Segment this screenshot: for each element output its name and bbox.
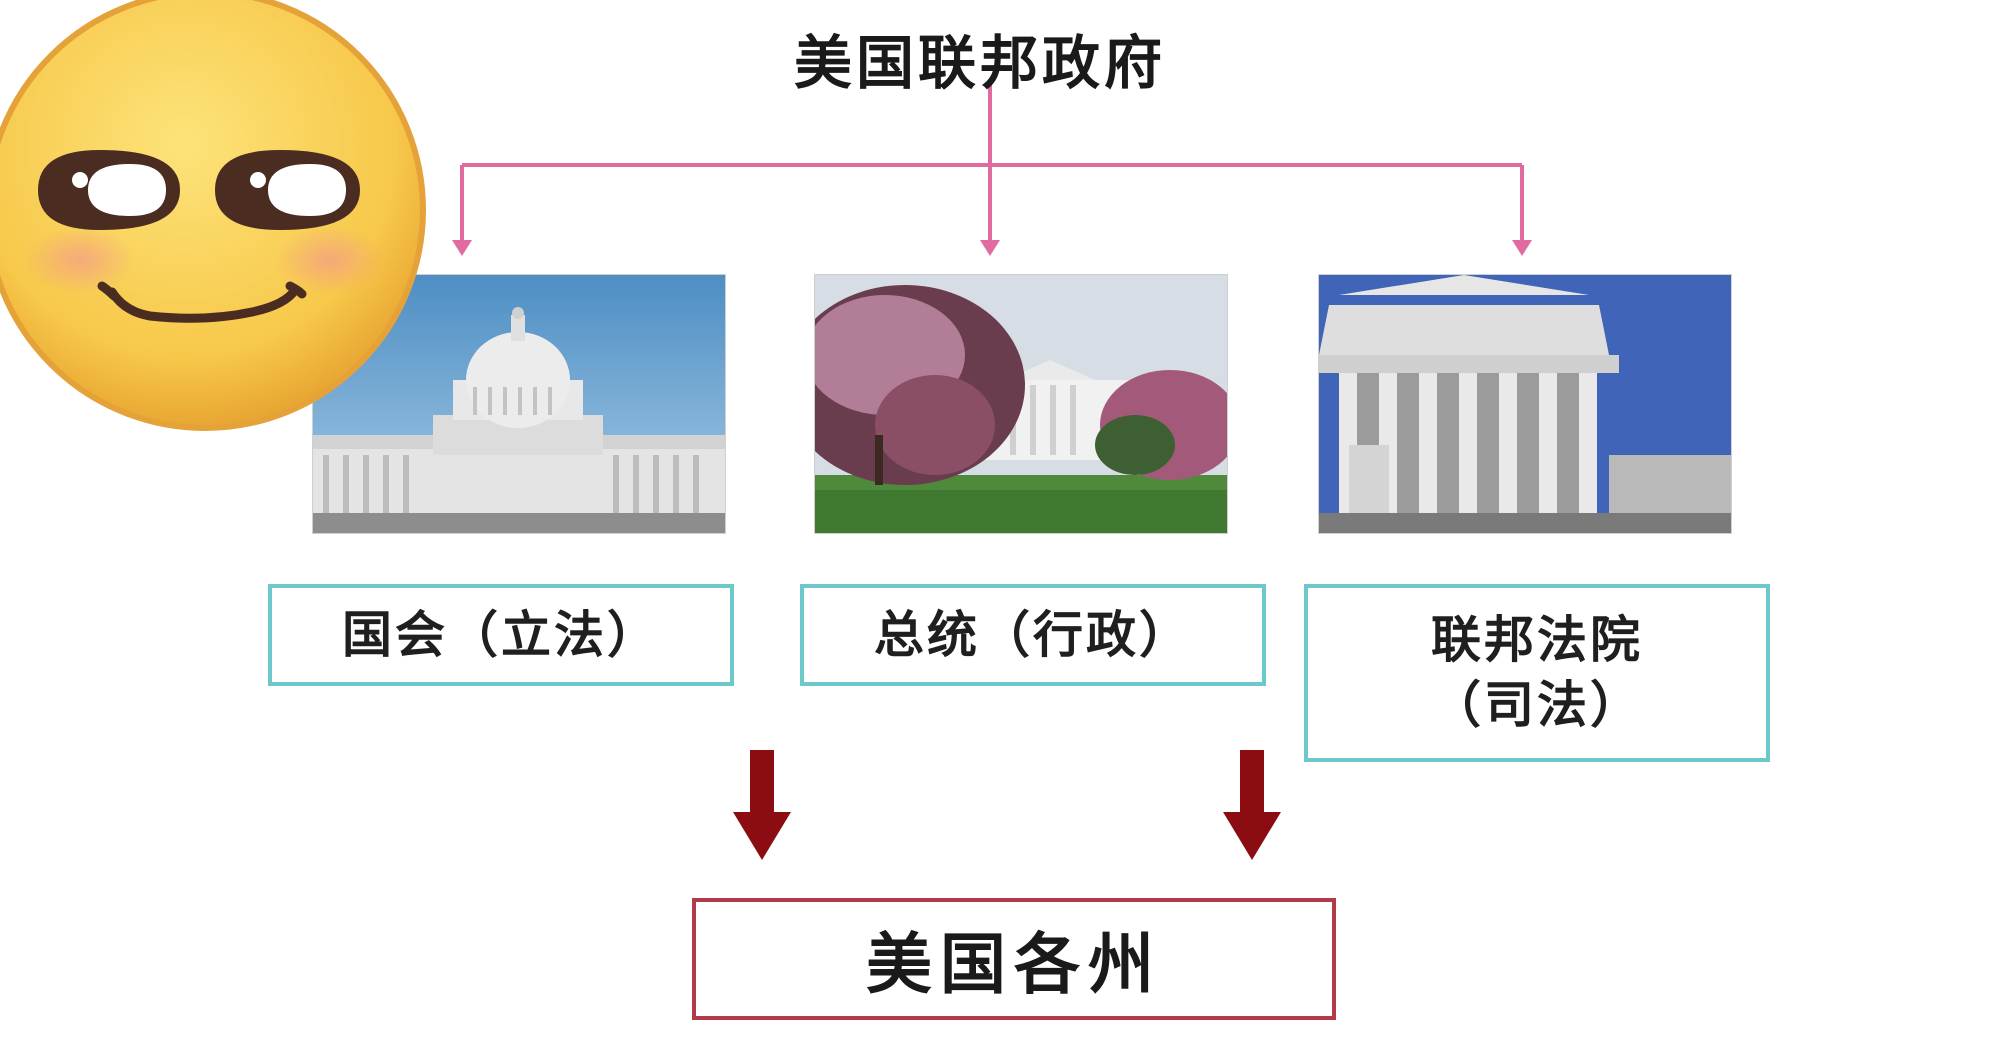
arrow-center-head xyxy=(980,240,1000,256)
down-arrow-right-icon xyxy=(1223,750,1281,860)
branch-label-president: 总统（行政） xyxy=(874,605,1192,664)
down-arrow-left-icon xyxy=(733,750,791,860)
white-house-photo xyxy=(814,274,1228,534)
emoji-eye-left xyxy=(38,150,180,230)
branch-box-congress: 国会（立法） xyxy=(268,584,734,686)
branch-label-federal-courts: 联邦法院 xyxy=(1431,611,1643,669)
smiling-emoji-face-icon xyxy=(0,0,440,440)
branch-box-president: 总统（行政） xyxy=(800,584,1266,686)
branch-box-federal-courts: 联邦法院 （司法） xyxy=(1304,584,1770,762)
branch-sublabel-judicial: （司法） xyxy=(1431,676,1643,734)
arrow-right-head xyxy=(1512,240,1532,256)
emoji-eye-right xyxy=(215,150,360,230)
supreme-court-photo xyxy=(1318,274,1732,534)
states-box: 美国各州 xyxy=(692,898,1336,1020)
arrow-left-head xyxy=(452,240,472,256)
diagram-title: 美国联邦政府 xyxy=(793,29,1166,97)
states-label: 美国各州 xyxy=(866,926,1162,1003)
branch-label-congress: 国会（立法） xyxy=(342,605,660,664)
